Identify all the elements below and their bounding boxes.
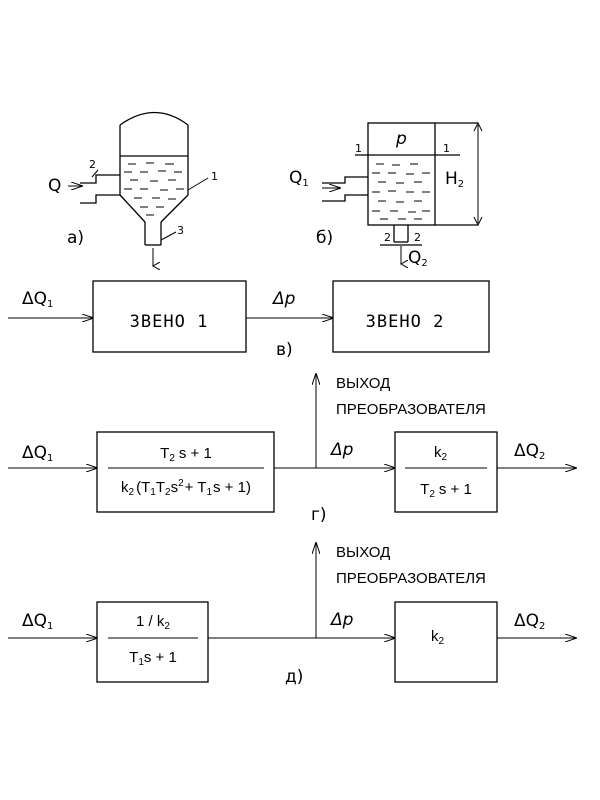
section-2-left: 2 <box>384 231 391 244</box>
g-output-label: ΔQ2 <box>514 441 545 462</box>
g-tf2-block <box>394 431 498 513</box>
v-block-2-label: ЗВЕНО 2 <box>366 312 445 332</box>
v-block-2 <box>332 280 490 353</box>
tank-a-cone-left <box>119 194 146 223</box>
callout-line-2 <box>91 169 99 178</box>
tank-b-inlet-bottom <box>322 194 368 202</box>
tank-b-dim-arrow-top <box>473 121 483 132</box>
g-tf1-denominator: k2(T1T2s2+ T1s + 1) <box>121 478 251 498</box>
callout-line-1 <box>187 177 209 191</box>
tank-a-liquid-dashes <box>124 162 184 216</box>
section-2-right: 2 <box>414 231 421 244</box>
figure-v-block-diagram: ΔQ1 ЗВЕНО 1 Δp ЗВЕНО 2 в) <box>8 280 490 360</box>
caption-d: д) <box>285 667 303 687</box>
tank-b-dim-arrow-bottom <box>473 216 483 227</box>
tank-b-body <box>367 122 436 226</box>
d-input-label: ΔQ1 <box>22 611 53 632</box>
tank-b-inflow-label: Q1 <box>289 168 309 189</box>
tank-a-dome <box>119 112 189 126</box>
tank-a-cone-right <box>160 194 189 223</box>
d-output-title-2: ПРЕОБРАЗОВАТЕЛЯ <box>336 570 486 587</box>
v-input-label: ΔQ1 <box>22 289 53 310</box>
tank-b-liquid-dashes <box>372 163 430 220</box>
callout-line-3 <box>160 231 177 241</box>
caption-a: а) <box>67 228 84 248</box>
g-output-title-2: ПРЕОБРАЗОВАТЕЛЯ <box>336 401 486 418</box>
tank-b-inlet-top <box>322 176 368 184</box>
tank-a-inflow-label: Q <box>48 176 61 196</box>
figure-a-tank: 1 2 3 Q а) <box>48 112 218 267</box>
tank-b-level-label: H2 <box>445 169 464 190</box>
d-tf2-block <box>394 601 498 683</box>
v-block-1 <box>92 280 247 353</box>
figure-b-tank: p 1 1 2 2 H2 Q1 Q2 б) <box>289 121 483 269</box>
tank-a-inlet-bottom <box>80 194 120 204</box>
caption-v: в) <box>276 340 293 360</box>
d-tf1-denominator: T1s + 1 <box>129 649 177 668</box>
g-output-title-1: ВЫХОД <box>336 375 390 392</box>
callout-3: 3 <box>177 224 184 237</box>
section-1-right: 1 <box>443 142 450 155</box>
tank-b-pressure-label: p <box>395 129 407 149</box>
g-input-label: ΔQ1 <box>22 443 53 464</box>
g-tf2-numerator: k2 <box>434 444 448 463</box>
d-tf1-numerator: 1 / k2 <box>136 613 170 632</box>
v-mid-label: Δp <box>271 289 296 309</box>
d-tf1-block <box>96 601 209 683</box>
caption-b: б) <box>316 228 333 248</box>
section-1-left: 1 <box>355 142 362 155</box>
tank-b-outflow-label: Q2 <box>408 248 428 269</box>
tank-a-inlet-top <box>80 174 120 184</box>
caption-g: г) <box>311 505 327 525</box>
callout-2: 2 <box>89 158 96 171</box>
d-tf2-gain: k2 <box>431 628 445 647</box>
v-block-1-label: ЗВЕНО 1 <box>130 312 209 332</box>
d-output-title-1: ВЫХОД <box>336 544 390 561</box>
d-mid-label: Δp <box>329 610 354 630</box>
figure-d-block-diagram: ВЫХОД ПРЕОБРАЗОВАТЕЛЯ ΔQ1 1 / k2 T1s + 1… <box>8 543 576 687</box>
g-tf1-block <box>96 431 275 513</box>
d-output-label: ΔQ2 <box>514 611 545 632</box>
callout-1: 1 <box>211 170 218 183</box>
g-mid-label: Δp <box>329 440 354 460</box>
